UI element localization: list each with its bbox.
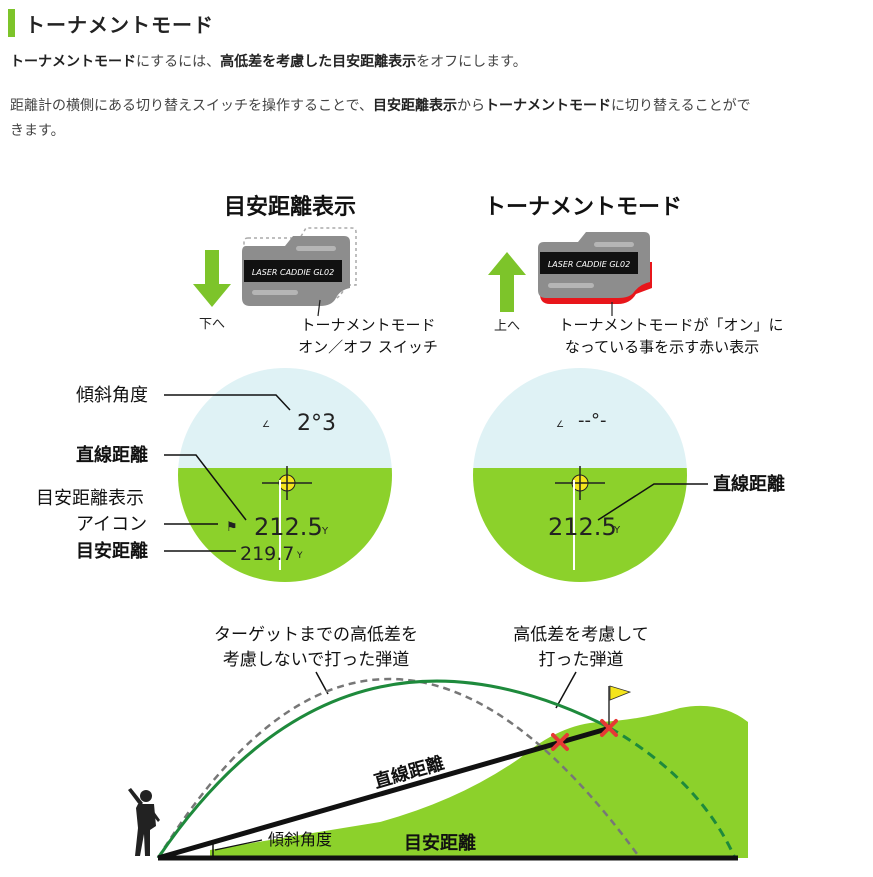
traj-caption-1b: 考慮しないで打った弾道 (223, 650, 410, 670)
traj-caption-1a: ターゲットまでの高低差を (214, 625, 418, 645)
traj-caption-2b: 打った弾道 (539, 650, 624, 670)
device-label-left: LASER CADDIE GL02 (252, 268, 334, 277)
right-title: トーナメントモード (484, 195, 682, 220)
section-heading: トーナメントモード (8, 8, 214, 38)
bold-guide-display: 目安距離表示 (373, 98, 458, 114)
para2-text-1: 距離計の横側にある切り替えスイッチを操作することで、 (10, 98, 374, 114)
landing-marker-1-icon (551, 733, 569, 751)
rangefinder-device-right: LASER CADDIE GL02 (538, 232, 652, 304)
lcd-unit-direct: Y (321, 526, 329, 537)
down-label: 下へ (199, 317, 225, 332)
bold-tournament-mode: トーナメントモード (10, 54, 136, 70)
lcd-direct: 212.5 (254, 513, 323, 541)
para2-text-2: から (457, 98, 486, 114)
lcd-guide: 219.7 (240, 543, 294, 565)
heading-accent-bar (8, 9, 15, 37)
crosshair-right (555, 466, 605, 570)
heading-title: トーナメントモード (25, 12, 214, 37)
up-label: 上へ (494, 319, 520, 334)
down-arrow-icon (193, 250, 231, 307)
bold-guide-distance: 高低差を考慮した目安距離表示 (220, 54, 417, 70)
label-slope: 傾斜角度 (76, 385, 148, 406)
direct-distance-line (157, 725, 611, 861)
traj-guide-label: 目安距離 (404, 832, 476, 854)
label-icon-2: アイコン (76, 514, 147, 535)
trajectory-without-elevation (156, 677, 642, 859)
lcd-angle: 2°3 (297, 411, 336, 436)
label-direct-right: 直線距離 (713, 473, 785, 495)
red-caption-2: なっている事を示す赤い表示 (565, 338, 759, 356)
bold-tournament-mode-2: トーナメントモード (485, 98, 612, 114)
pin-flag-icon (608, 685, 632, 728)
traj-slope-label: 傾斜角度 (268, 830, 332, 849)
red-caption-1: トーナメントモードが「オン」に (558, 316, 783, 334)
landing-marker-2-icon (600, 719, 618, 737)
flag-icon: ⚑ (226, 520, 238, 535)
up-arrow-icon (488, 252, 526, 312)
crosshair-left (262, 466, 312, 570)
paragraph-1: トーナメントモードにするには、高低差を考慮した目安距離表示をオフにします。 (10, 50, 865, 75)
lcd-angle-off: --°- (578, 410, 607, 431)
golfer-icon (128, 788, 160, 856)
trajectory-with-elevation (156, 679, 611, 859)
traj-caption-2a: 高低差を考慮して (513, 625, 649, 645)
para2-text-4: きます。 (10, 123, 65, 139)
lcd-direct-right: 212.5 (548, 513, 617, 541)
terrain (210, 705, 748, 858)
label-icon-1: 目安距離表示 (36, 488, 144, 509)
label-guide: 目安距離 (76, 540, 148, 562)
rangefinder-device-left: LASER CADDIE GL02 (242, 227, 357, 306)
device-label-right: LASER CADDIE GL02 (548, 260, 630, 269)
svg-text:∠: ∠ (556, 420, 564, 430)
lcd-unit-right: Y (613, 525, 621, 536)
svg-text:∠: ∠ (262, 420, 270, 430)
paragraph-2: 距離計の横側にある切り替えスイッチを操作することで、目安距離表示からトーナメント… (10, 94, 865, 144)
label-direct: 直線距離 (76, 444, 148, 466)
lcd-unit-guide: Y (296, 551, 303, 561)
switch-caption-1: トーナメントモード (300, 316, 435, 334)
para1-text-1: にするには、 (136, 54, 221, 70)
para1-text-2: をオフにします。 (416, 54, 527, 70)
switch-caption-2: オン／オフ スイッチ (298, 338, 438, 356)
para2-text-3: に切り替えることがで (611, 98, 751, 114)
left-title: 目安距離表示 (224, 194, 356, 220)
